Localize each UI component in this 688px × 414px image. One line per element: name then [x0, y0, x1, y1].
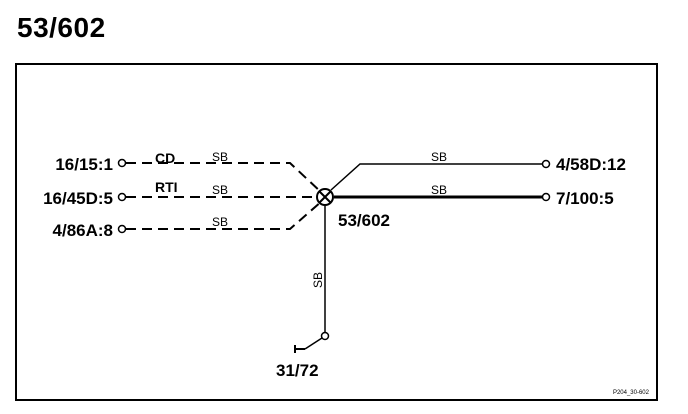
signal-label: CD [155, 150, 175, 166]
right-connector-label: 7/100:5 [556, 189, 614, 208]
reference-code: P204_30-602 [613, 390, 650, 396]
wire-color-label: SB [431, 150, 447, 164]
wire-7-100-5 [334, 192, 551, 202]
left-connector-label: 16/15:1 [55, 155, 113, 174]
wire-color-label: SB [311, 272, 325, 288]
wire-4-58d-12 [330, 159, 551, 191]
wire-color-label: SB [212, 183, 228, 197]
wire-16-45d-5 [117, 192, 316, 202]
terminal-16-45d-5 [117, 192, 127, 202]
left-connector-label: 16/45D:5 [43, 189, 113, 208]
node-label: 53/602 [338, 211, 390, 230]
signal-label: RTI [155, 179, 178, 195]
wire-4-86a-8 [117, 200, 323, 234]
left-connector-label: 4/86A:8 [53, 221, 113, 240]
wire-color-label: SB [212, 215, 228, 229]
wire-color-label: SB [212, 150, 228, 164]
wire-16-15-1 [117, 158, 323, 194]
wire-color-label: SB [431, 183, 447, 197]
splice-node-icon [316, 188, 334, 206]
terminal-4-58d-12 [541, 159, 551, 169]
terminal-7-100-5 [541, 192, 551, 202]
terminal-16-15-1 [117, 158, 127, 168]
terminal-ground-top [320, 331, 330, 341]
page-title: 53/602 [17, 12, 106, 43]
diagram-frame [15, 63, 658, 401]
terminal-4-86a-8 [117, 224, 127, 234]
wire-ground [294, 206, 330, 353]
right-connector-label: 4/58D:12 [556, 155, 626, 174]
ground-label: 31/72 [276, 361, 319, 380]
